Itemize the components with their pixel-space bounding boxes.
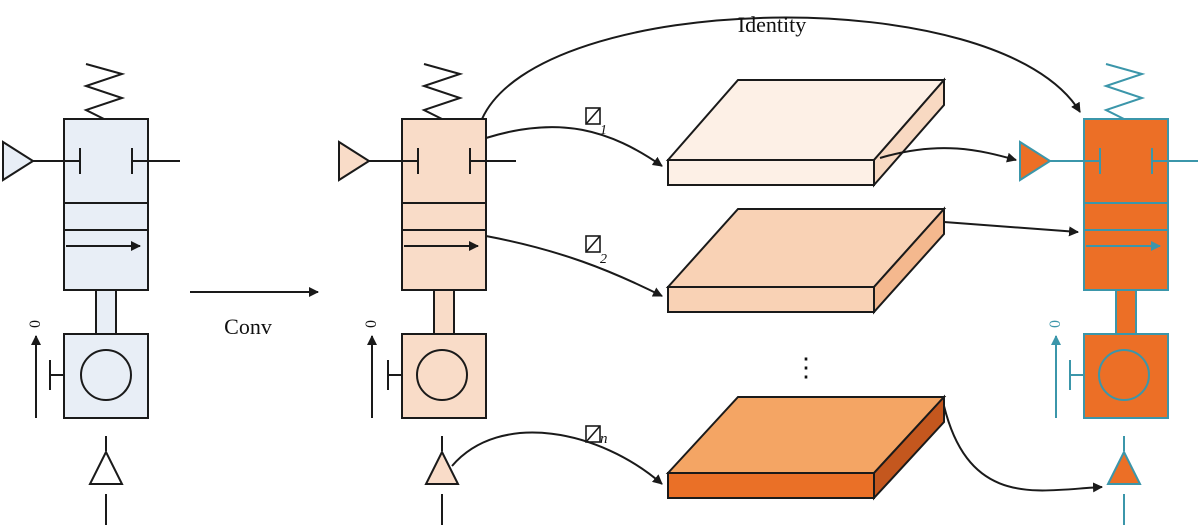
input-triangle-icon: [1019, 140, 1052, 182]
spring-icon: [1102, 63, 1146, 120]
merge-arrow-2: [943, 221, 1079, 237]
exhaust-triangle-icon: [1106, 449, 1142, 485]
actuator-circle-icon: [80, 349, 132, 401]
merge-arrow-n: [943, 405, 1103, 493]
branch-layer-1: [665, 77, 947, 188]
crossed-box-icon: [585, 425, 601, 443]
crossed-box-icon: [585, 107, 601, 125]
branch-symbol-1: 1: [585, 107, 607, 138]
actuator-circle-icon: [1098, 349, 1150, 401]
branch-arrow-1: [485, 126, 663, 167]
branch-layer-n: [665, 394, 947, 501]
branch-symbol-2: 2: [585, 235, 607, 267]
actuator-circle-icon: [416, 349, 468, 401]
arm-mark-label: 0: [27, 320, 44, 328]
layer-front-face: [667, 159, 875, 186]
valve-output: 0: [1019, 63, 1198, 525]
identity-arrow: [481, 16, 1081, 120]
identity-label: Identity: [738, 12, 806, 37]
spring-icon: [82, 63, 126, 120]
arm-mark-label: 0: [1047, 320, 1064, 328]
exhaust-triangle-icon: [88, 449, 124, 485]
spring-icon: [420, 63, 464, 120]
valve-stem: [1115, 289, 1137, 335]
conv-label: Conv: [224, 314, 272, 339]
input-triangle-icon: [338, 140, 371, 182]
crossed-box-icon: [585, 235, 601, 253]
valve-conv: 0: [338, 63, 516, 525]
branch-layer-2: [665, 206, 947, 315]
layer-front-face: [667, 472, 875, 499]
valve-stem: [95, 289, 117, 335]
exhaust-triangle-icon: [424, 449, 460, 485]
branch-arrow-n: [451, 431, 663, 485]
branch-n-subscript: n: [600, 431, 608, 447]
branch-1-subscript: 1: [600, 123, 607, 138]
branch-symbol-n: n: [585, 425, 608, 447]
layer-front-face: [667, 286, 875, 313]
arm-mark-label: 0: [363, 320, 380, 328]
branch-arrow-2: [485, 235, 663, 297]
valve-stem: [433, 289, 455, 335]
merge-arrow-1: [879, 147, 1017, 163]
branch-2-subscript: 2: [600, 252, 607, 267]
ellipsis-label: ⋮: [793, 353, 819, 382]
valve-original: 0: [2, 63, 180, 525]
input-triangle-icon: [2, 140, 35, 182]
